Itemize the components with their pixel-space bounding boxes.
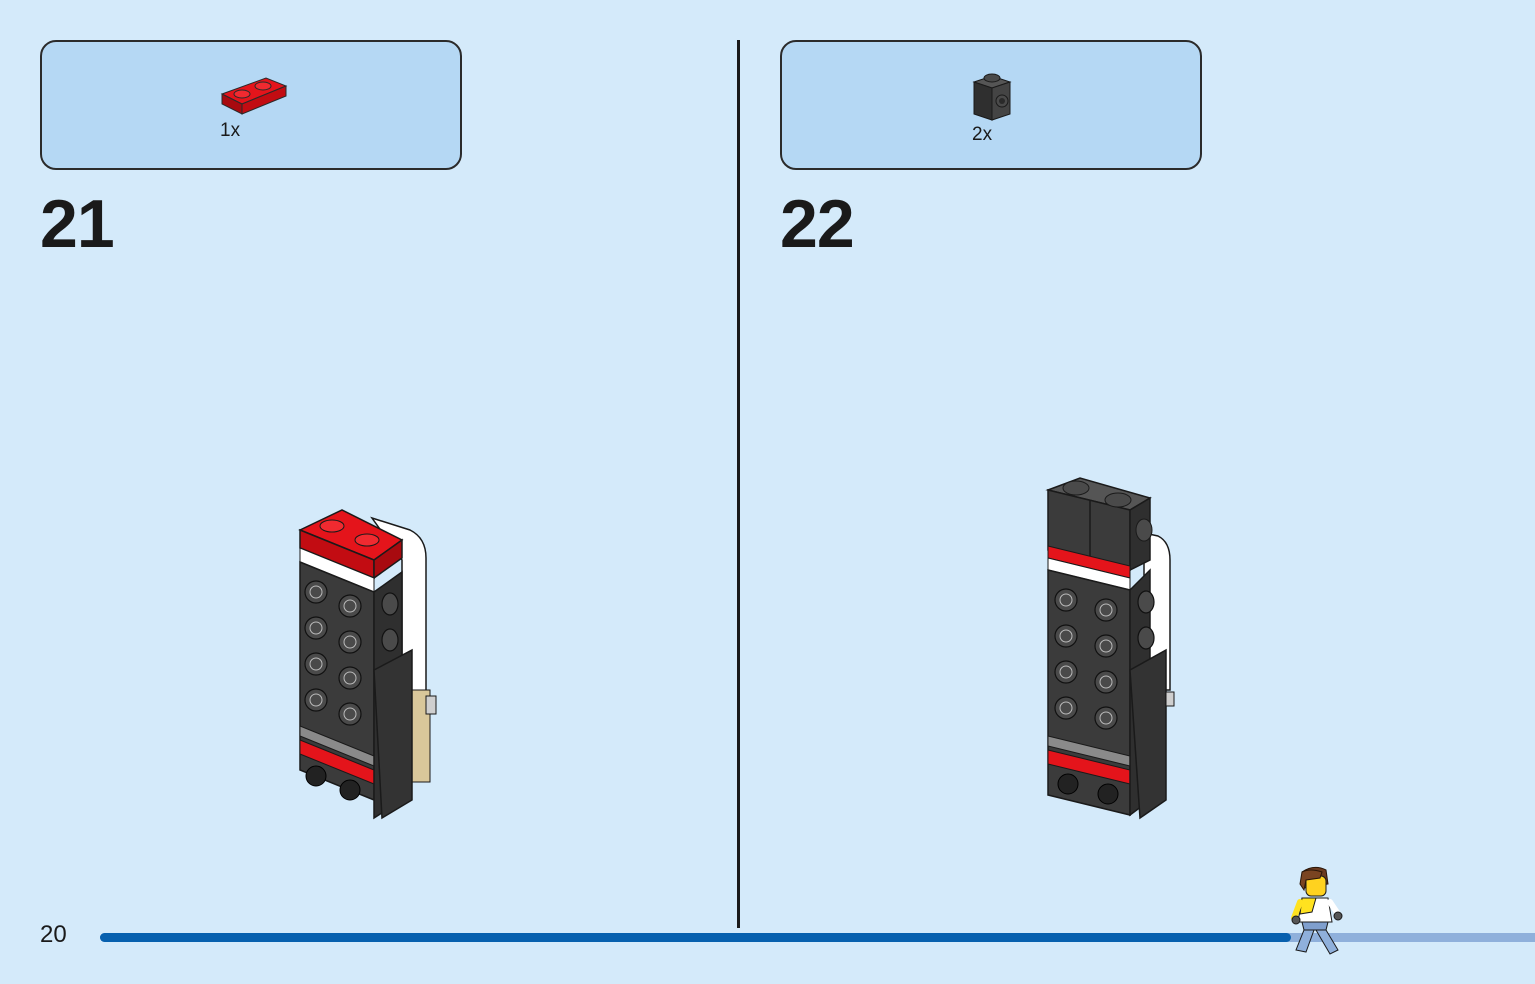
- page-number: 20: [40, 921, 67, 948]
- progress-bar-fill: [100, 933, 1292, 942]
- model-illustration-step-22: [1045, 477, 1175, 820]
- page-divider: [737, 40, 740, 928]
- parts-list-step-21: 1x: [40, 40, 462, 170]
- step-number: 22: [780, 186, 855, 262]
- black-brick-1x1-icon: [972, 73, 1012, 121]
- progress-bar: [100, 933, 1535, 942]
- red-plate-1x2-icon: [220, 77, 288, 115]
- part-qty: 1x: [220, 120, 241, 141]
- model-illustration-step-21: [298, 509, 437, 820]
- part-qty: 2x: [972, 124, 993, 145]
- parts-list-step-22: 2x: [780, 40, 1202, 170]
- minifigure-progress-marker-icon: [1291, 866, 1343, 955]
- step-number: 21: [40, 186, 115, 262]
